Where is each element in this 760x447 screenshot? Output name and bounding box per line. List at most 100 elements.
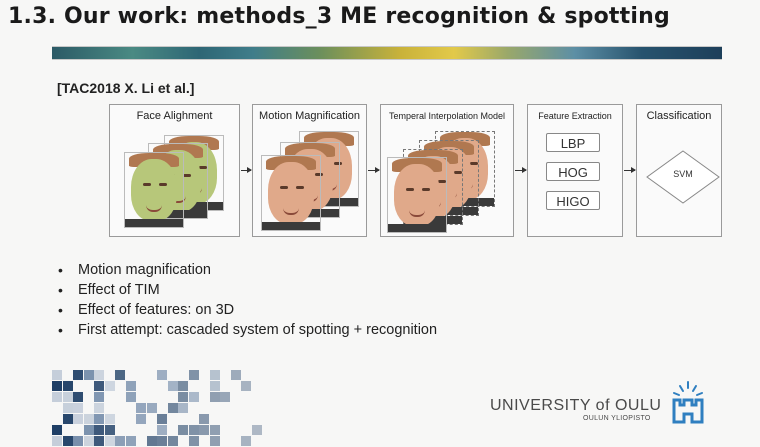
mosaic-tile: [94, 370, 104, 380]
mosaic-tile: [157, 436, 167, 446]
mosaic-tile: [178, 381, 188, 391]
mosaic-tile: [146, 436, 157, 446]
arrow-right: [241, 167, 252, 173]
mosaic-tile: [73, 436, 83, 446]
mosaic-tile: [94, 425, 104, 435]
mosaic-tile: [83, 414, 94, 424]
mosaic-tile: [115, 436, 125, 446]
mosaic-tile: [209, 436, 220, 446]
face-alignment-title: Face Alighment: [136, 110, 213, 122]
mosaic-tile: [125, 436, 136, 446]
mosaic-tile: [62, 381, 73, 391]
motion-magnification-title: Motion Magnification: [259, 110, 360, 122]
mosaic-tile: [94, 403, 104, 413]
feature-lbp: LBP: [546, 133, 600, 152]
feature-higo: HIGO: [546, 191, 600, 210]
mosaic-tile: [115, 370, 125, 380]
mosaic-tile: [52, 425, 62, 435]
feature-extraction-title: Feature Extraction: [538, 111, 612, 121]
mosaic-tile: [104, 381, 115, 391]
mosaic-tile: [178, 392, 188, 402]
university-name: UNIVERSITY of OULU: [490, 397, 662, 414]
citation: [TAC2018 X. Li et al.]: [57, 80, 195, 96]
mosaic-tile: [188, 392, 199, 402]
mosaic-tile: [230, 370, 241, 380]
mosaic-tile: [73, 403, 83, 413]
mosaic-tile: [94, 381, 104, 391]
mosaic-tile: [94, 392, 104, 402]
arrow-right: [368, 167, 380, 173]
bullet-item: Motion magnification: [58, 260, 437, 280]
feature-extraction-box: Feature Extraction LBP HOG HIGO: [527, 104, 623, 237]
title-banner: [52, 46, 722, 60]
face-frame: [124, 152, 184, 228]
mosaic-tile: [241, 381, 251, 391]
mosaic-tile: [94, 436, 104, 446]
mosaic-tile: [73, 414, 83, 424]
mosaic-tile: [52, 392, 62, 402]
classification-title: Classification: [646, 110, 712, 122]
mosaic-tile: [188, 425, 199, 435]
mosaic-tile: [167, 436, 178, 446]
bullet-item: First attempt: cascaded system of spotti…: [58, 320, 437, 340]
mosaic-tile: [199, 414, 209, 424]
mosaic-tile: [157, 370, 167, 380]
bullet-item: Effect of features: on 3D: [58, 300, 437, 320]
slide-title: 1.3. Our work: methods_3 ME recognition …: [8, 4, 670, 29]
temporal-interpolation-title: Temperal Interpolation Model: [388, 111, 506, 121]
motion-magnification-box: Motion Magnification: [252, 104, 367, 237]
mosaic-tile: [136, 414, 146, 424]
mosaic-tile: [167, 403, 178, 413]
classifier-diamond: [646, 150, 720, 204]
mosaic-tile: [52, 381, 62, 391]
mosaic-tile: [157, 425, 167, 435]
mosaic-tile: [188, 436, 199, 446]
mosaic-tile: [178, 403, 188, 413]
mosaic-tile: [125, 392, 136, 402]
mosaic-tile: [73, 392, 83, 402]
mosaic-tile: [188, 370, 199, 380]
mosaic-tile: [104, 436, 115, 446]
mosaic-tile: [251, 425, 262, 435]
university-subtitle: OULUN YLIOPISTO: [583, 415, 651, 422]
arrow-right: [624, 167, 636, 173]
mosaic-tile: [62, 392, 73, 402]
decorative-mosaic: [52, 370, 262, 447]
feature-hog: HOG: [546, 162, 600, 181]
mosaic-tile: [241, 436, 251, 446]
mosaic-tile: [62, 403, 73, 413]
mosaic-tile: [209, 392, 220, 402]
mosaic-tile: [83, 436, 94, 446]
mosaic-tile: [94, 414, 104, 424]
mosaic-tile: [104, 414, 115, 424]
mosaic-tile: [199, 425, 209, 435]
classification-box: Classification SVM: [636, 104, 722, 237]
mosaic-tile: [104, 425, 115, 435]
face-frame: [261, 155, 321, 231]
mosaic-tile: [136, 403, 146, 413]
university-logo: [672, 381, 704, 424]
mosaic-tile: [83, 370, 94, 380]
bullet-item: Effect of TIM: [58, 280, 437, 300]
mosaic-tile: [52, 370, 62, 380]
temporal-interpolation-box: Temperal Interpolation Model: [380, 104, 514, 237]
mosaic-tile: [209, 381, 220, 391]
bullet-list: Motion magnification Effect of TIM Effec…: [58, 260, 437, 340]
mosaic-tile: [209, 370, 220, 380]
mosaic-tile: [209, 425, 220, 435]
mosaic-tile: [62, 436, 73, 446]
mosaic-tile: [178, 425, 188, 435]
face-alignment-box: Face Alighment: [109, 104, 240, 237]
mosaic-tile: [167, 381, 178, 391]
mosaic-tile: [157, 414, 167, 424]
mosaic-tile: [62, 414, 73, 424]
mosaic-tile: [146, 403, 157, 413]
mosaic-tile: [220, 392, 230, 402]
classifier-label: SVM: [673, 169, 693, 179]
face-frame: [387, 157, 447, 233]
mosaic-tile: [52, 436, 62, 446]
arrow-right: [515, 167, 527, 173]
mosaic-tile: [125, 381, 136, 391]
mosaic-tile: [73, 370, 83, 380]
